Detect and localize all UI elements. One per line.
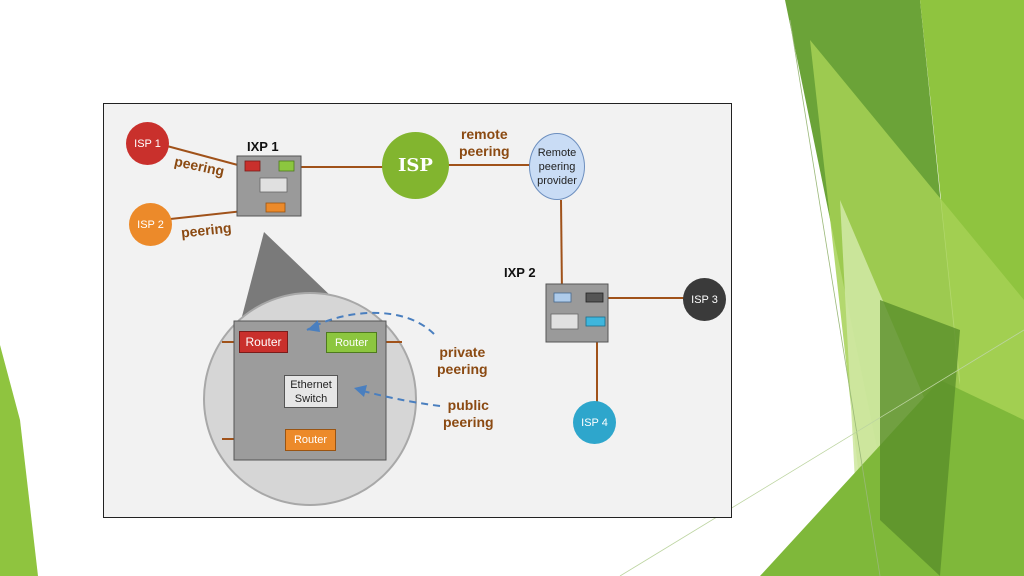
- isp1-node: ISP 1: [126, 122, 169, 165]
- zoom-router-red-label: Router: [245, 335, 282, 349]
- deco-shape-green-deep: [880, 300, 960, 576]
- zoom-ethernet-switch: Ethernet Switch: [284, 375, 338, 408]
- ixp2-router-blue: [553, 292, 572, 303]
- isp-center-label: ISP: [398, 155, 433, 176]
- remote-peering-line1: remote: [460, 126, 508, 142]
- public-peering-arrowhead: [354, 385, 367, 397]
- remote-provider-line1: Remote: [537, 146, 577, 159]
- isp4-node: ISP 4: [573, 401, 616, 444]
- zoom-switch-line1: Ethernet: [290, 378, 332, 391]
- remote-provider-line2: peering: [538, 160, 576, 173]
- private-peering-line2: peering: [437, 361, 488, 377]
- isp2-label: ISP 2: [137, 218, 164, 231]
- isp1-label: ISP 1: [134, 137, 161, 150]
- ixp1-router-red: [244, 160, 261, 172]
- isp4-label: ISP 4: [581, 416, 608, 429]
- public-peering-line2: peering: [443, 414, 494, 430]
- ixp1-router-orange: [265, 202, 286, 213]
- deco-line-2: [619, 329, 1024, 576]
- private-peering-arrow: [306, 311, 435, 335]
- deco-line-1: [789, 19, 881, 576]
- public-peering-line1: public: [447, 397, 489, 413]
- ixp1-label: IXP 1: [247, 139, 279, 154]
- public-peering-label: public peering: [443, 397, 494, 431]
- remote-provider-node: Remote peering provider: [529, 133, 585, 200]
- isp3-node: ISP 3: [683, 278, 726, 321]
- network-diagram: ISP 1 ISP 2 ISP Remote peering provider …: [103, 103, 732, 518]
- ixp2-router-cyan: [585, 316, 606, 327]
- private-peering-line1: private: [439, 344, 486, 360]
- ixp1-switch: [259, 177, 288, 193]
- zoom-router-orange: Router: [285, 429, 336, 451]
- remote-peering-line2: peering: [459, 143, 510, 159]
- zoom-router-green: Router: [326, 332, 377, 353]
- public-peering-arrow: [358, 389, 441, 407]
- zoom-router-orange-label: Router: [293, 434, 328, 446]
- isp-center-node: ISP: [382, 132, 449, 199]
- ixp2-label: IXP 2: [504, 265, 536, 280]
- ixp2-switch: [550, 313, 579, 330]
- link-remote-ixp2: [560, 199, 563, 295]
- isp2-node: ISP 2: [129, 203, 172, 246]
- private-peering-arrowhead: [307, 320, 320, 332]
- deco-shape-left-strip: [0, 345, 38, 576]
- isp3-label: ISP 3: [691, 293, 718, 306]
- remote-peering-label: remote peering: [459, 126, 510, 160]
- zoom-router-green-label: Router: [334, 336, 369, 349]
- ixp1-router-green: [278, 160, 295, 172]
- zoom-router-red: Router: [239, 331, 288, 353]
- zoom-switch-line2: Switch: [294, 392, 328, 405]
- remote-provider-line3: provider: [537, 174, 577, 187]
- private-peering-label: private peering: [437, 344, 488, 378]
- ixp2-router-dark: [585, 292, 604, 303]
